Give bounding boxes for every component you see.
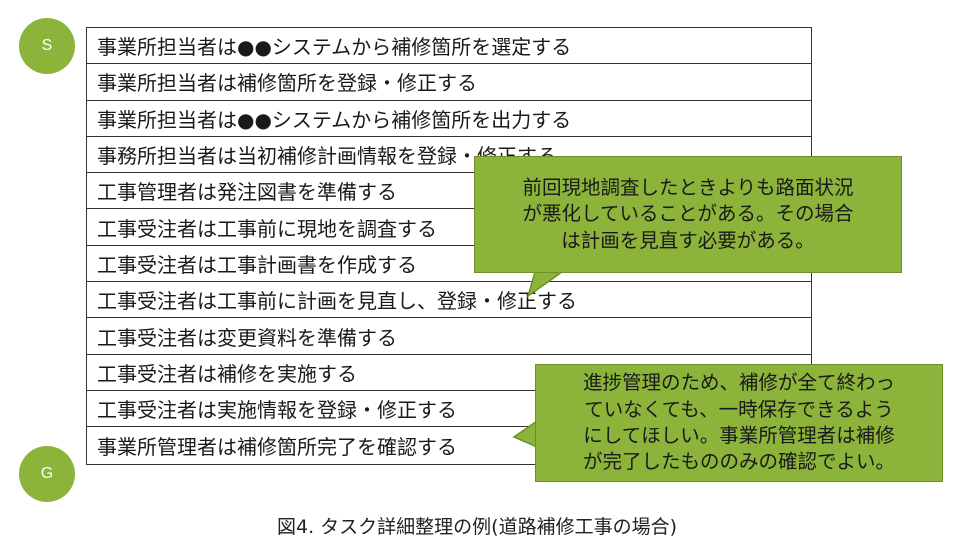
callout-line: が悪化していることがある。その場合 [522, 202, 854, 226]
callout-line: ていなくても、一時保存できるよう [584, 397, 894, 421]
callout-line: にしてほしい。事業所管理者は補修 [583, 424, 895, 447]
task-row: 事業所担当者は補修箇所を登録・修正する [87, 64, 811, 101]
task-row: 事業所担当者は●●システムから補修箇所を出力する [87, 101, 811, 137]
task-row: 工事受注者は工事前に計画を見直し、登録・修正する [87, 282, 811, 319]
figure-caption: 図4. タスク詳細整理の例(道路補修工事の場合) [277, 516, 677, 538]
task-row: 事業所担当者は●●システムから補修箇所を選定する [87, 28, 811, 65]
callout-line: が完了したもののみの確認でよい。 [582, 450, 895, 474]
task-row: 工事受注者は実施情報を登録・修正する [87, 391, 811, 428]
goal-marker: G [19, 446, 75, 502]
task-row: 工事管理者は発注図書を準備する [87, 173, 811, 210]
task-row: 工事受注者は工事前に現地を調査する [87, 209, 811, 246]
task-table: 事業所担当者は●●システムから補修箇所を選定する 事業所担当者は補修箇所を登録・… [86, 27, 812, 465]
task-row: 工事受注者は工事計画書を作成する [87, 246, 811, 283]
task-row: 工事受注者は補修を実施する [87, 355, 811, 391]
task-row: 工事受注者は変更資料を準備する [87, 318, 811, 355]
start-marker: S [19, 18, 75, 74]
callout-road-condition: 前回現地調査したときよりも路面状況 が悪化していることがある。その場合 は計画を… [474, 156, 902, 273]
callout-line: は計画を見直す必要がある。 [561, 228, 815, 252]
callout-line: 前回現地調査したときよりも路面状況 [522, 176, 854, 200]
task-row: 事業所管理者は補修箇所完了を確認する [97, 434, 457, 459]
callout-1-tail [526, 271, 565, 298]
callout-progress-management: 進捗管理のため、補修が全て終わっ ていなくても、一時保存できるよう にしてほしい… [535, 364, 943, 482]
callout-line: 進捗管理のため、補修が全て終わっ [582, 371, 895, 395]
